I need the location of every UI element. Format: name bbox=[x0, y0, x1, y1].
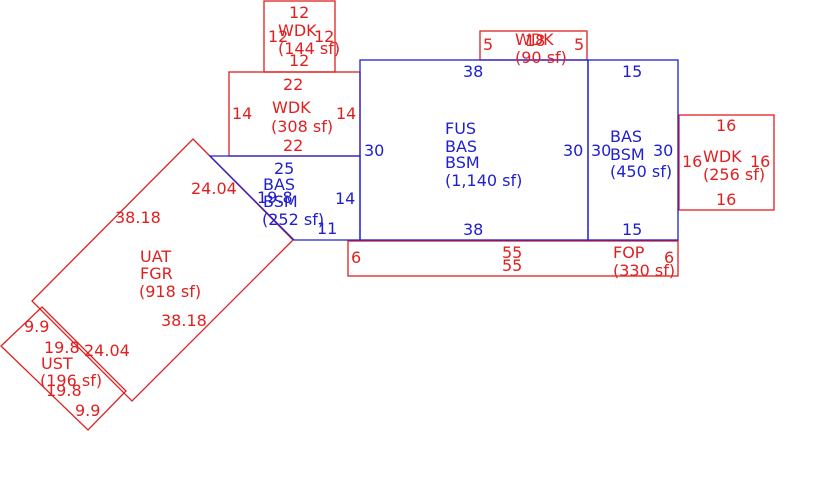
area-outlines bbox=[0, 0, 775, 431]
ust-outline bbox=[0, 306, 127, 431]
ust-top: 9.9 bbox=[24, 317, 49, 336]
uat-labels: 24.04 38.18 UAT FGR (918 sf) 38.18 24.04 bbox=[84, 179, 237, 360]
fop-outline bbox=[347, 240, 679, 277]
bas-right-right: 30 bbox=[653, 141, 673, 160]
wdk-small-left: 12 bbox=[268, 27, 288, 46]
wdk-small-right: 12 bbox=[314, 27, 334, 46]
fus-bottom: 38 bbox=[463, 220, 483, 239]
ust-labels: 9.9 19.8 UST (196 sf) 19.8 9.9 bbox=[24, 317, 102, 420]
wdk-308-right: 14 bbox=[336, 104, 356, 123]
wdk-top-mark: 18 bbox=[525, 31, 545, 50]
fop-bottom: 55 bbox=[502, 256, 522, 275]
bas-right-area: (450 sf) bbox=[610, 162, 672, 181]
uat-area: (918 sf) bbox=[139, 282, 201, 301]
ust-code: UST bbox=[41, 354, 73, 373]
bas-left-area: (252 sf) bbox=[262, 210, 324, 229]
ust-area: (196 sf) bbox=[40, 371, 102, 390]
ust-bottom: 9.9 bbox=[75, 401, 100, 420]
wdk-small-code: WDK bbox=[278, 21, 317, 40]
ust-upper: 19.8 bbox=[44, 338, 80, 357]
bas-right-top: 15 bbox=[622, 62, 642, 81]
wdk-right-left: 16 bbox=[682, 152, 702, 171]
uat-line2: FGR bbox=[140, 264, 173, 283]
wdk-308-labels: 22 14 14 WDK (308 sf) 22 bbox=[232, 75, 356, 155]
bas-left-outline bbox=[208, 155, 361, 241]
bas-left-top: 25 bbox=[274, 159, 294, 178]
fop-top: 55 bbox=[502, 243, 522, 262]
fop-area: (330 sf) bbox=[613, 261, 675, 280]
wdk-right-right: 16 bbox=[750, 152, 770, 171]
wdk-small-labels: 12 12 12 WDK (144 sf) 12 bbox=[268, 3, 340, 70]
bas-left-diag: 19.8 bbox=[257, 188, 293, 207]
wdk-small-area: (144 sf) bbox=[278, 39, 340, 58]
fop-right: 6 bbox=[664, 248, 674, 267]
wdk-top-code: WDK bbox=[515, 30, 554, 49]
bas-right-labels: 15 30 30 BAS BSM (450 sf) 15 bbox=[591, 62, 673, 239]
wdk-right-code: WDK bbox=[703, 147, 742, 166]
bas-left-side: 14 bbox=[335, 189, 355, 208]
bas-right-bottom: 15 bbox=[622, 220, 642, 239]
wdk-right-bottom: 16 bbox=[716, 190, 736, 209]
fus-line3: BSM bbox=[445, 153, 480, 172]
wdk-small-top: 12 bbox=[289, 3, 309, 22]
uat-bottom: 24.04 bbox=[84, 341, 130, 360]
fus-right: 30 bbox=[563, 141, 583, 160]
wdk-top-left: 5 bbox=[483, 35, 493, 54]
fop-labels: 55 6 6 FOP (330 sf) 55 bbox=[351, 243, 675, 280]
bas-right-outline bbox=[587, 59, 679, 241]
wdk-right-outline bbox=[678, 114, 775, 211]
uat-right: 38.18 bbox=[161, 311, 207, 330]
bas-right-line1: BAS bbox=[610, 127, 642, 146]
wdk-308-left: 14 bbox=[232, 104, 252, 123]
fus-area: (1,140 sf) bbox=[445, 171, 522, 190]
wdk-right-labels: 16 16 16 WDK (256 sf) 16 bbox=[682, 116, 770, 209]
bas-left-line2: BSM bbox=[263, 192, 298, 211]
bas-left-labels: 25 14 BAS 19.8 BSM (252 sf) 11 bbox=[257, 159, 355, 238]
wdk-308-area: (308 sf) bbox=[271, 117, 333, 136]
wdk-right-area: (256 sf) bbox=[703, 165, 765, 184]
wdk-308-code: WDK bbox=[272, 98, 311, 117]
bas-left-line1: BAS bbox=[263, 175, 295, 194]
bas-right-line2: BSM bbox=[610, 145, 645, 164]
bas-left-bottom: 11 bbox=[317, 219, 337, 238]
wdk-top-area: (90 sf) bbox=[515, 48, 567, 67]
wdk-top-right: 5 bbox=[574, 35, 584, 54]
fus-top: 38 bbox=[463, 62, 483, 81]
wdk-top-labels: 5 5 18 WDK (90 sf) bbox=[483, 30, 584, 67]
ust-lower: 19.8 bbox=[46, 381, 82, 400]
fus-line2: BAS bbox=[445, 137, 477, 156]
fop-code: FOP bbox=[613, 243, 645, 262]
wdk-small-bottom: 12 bbox=[289, 51, 309, 70]
fus-line1: FUS bbox=[445, 119, 476, 138]
uat-left: 38.18 bbox=[115, 208, 161, 227]
wdk-right-top: 16 bbox=[716, 116, 736, 135]
wdk-308-bottom: 22 bbox=[283, 136, 303, 155]
bas-right-left: 30 bbox=[591, 141, 611, 160]
uat-top: 24.04 bbox=[191, 179, 237, 198]
fus-left: 30 bbox=[364, 141, 384, 160]
uat-line1: UAT bbox=[140, 247, 171, 266]
wdk-308-top: 22 bbox=[283, 75, 303, 94]
fus-labels: 38 30 30 FUS BAS BSM (1,140 sf) 38 bbox=[364, 62, 583, 239]
fop-left: 6 bbox=[351, 248, 361, 267]
